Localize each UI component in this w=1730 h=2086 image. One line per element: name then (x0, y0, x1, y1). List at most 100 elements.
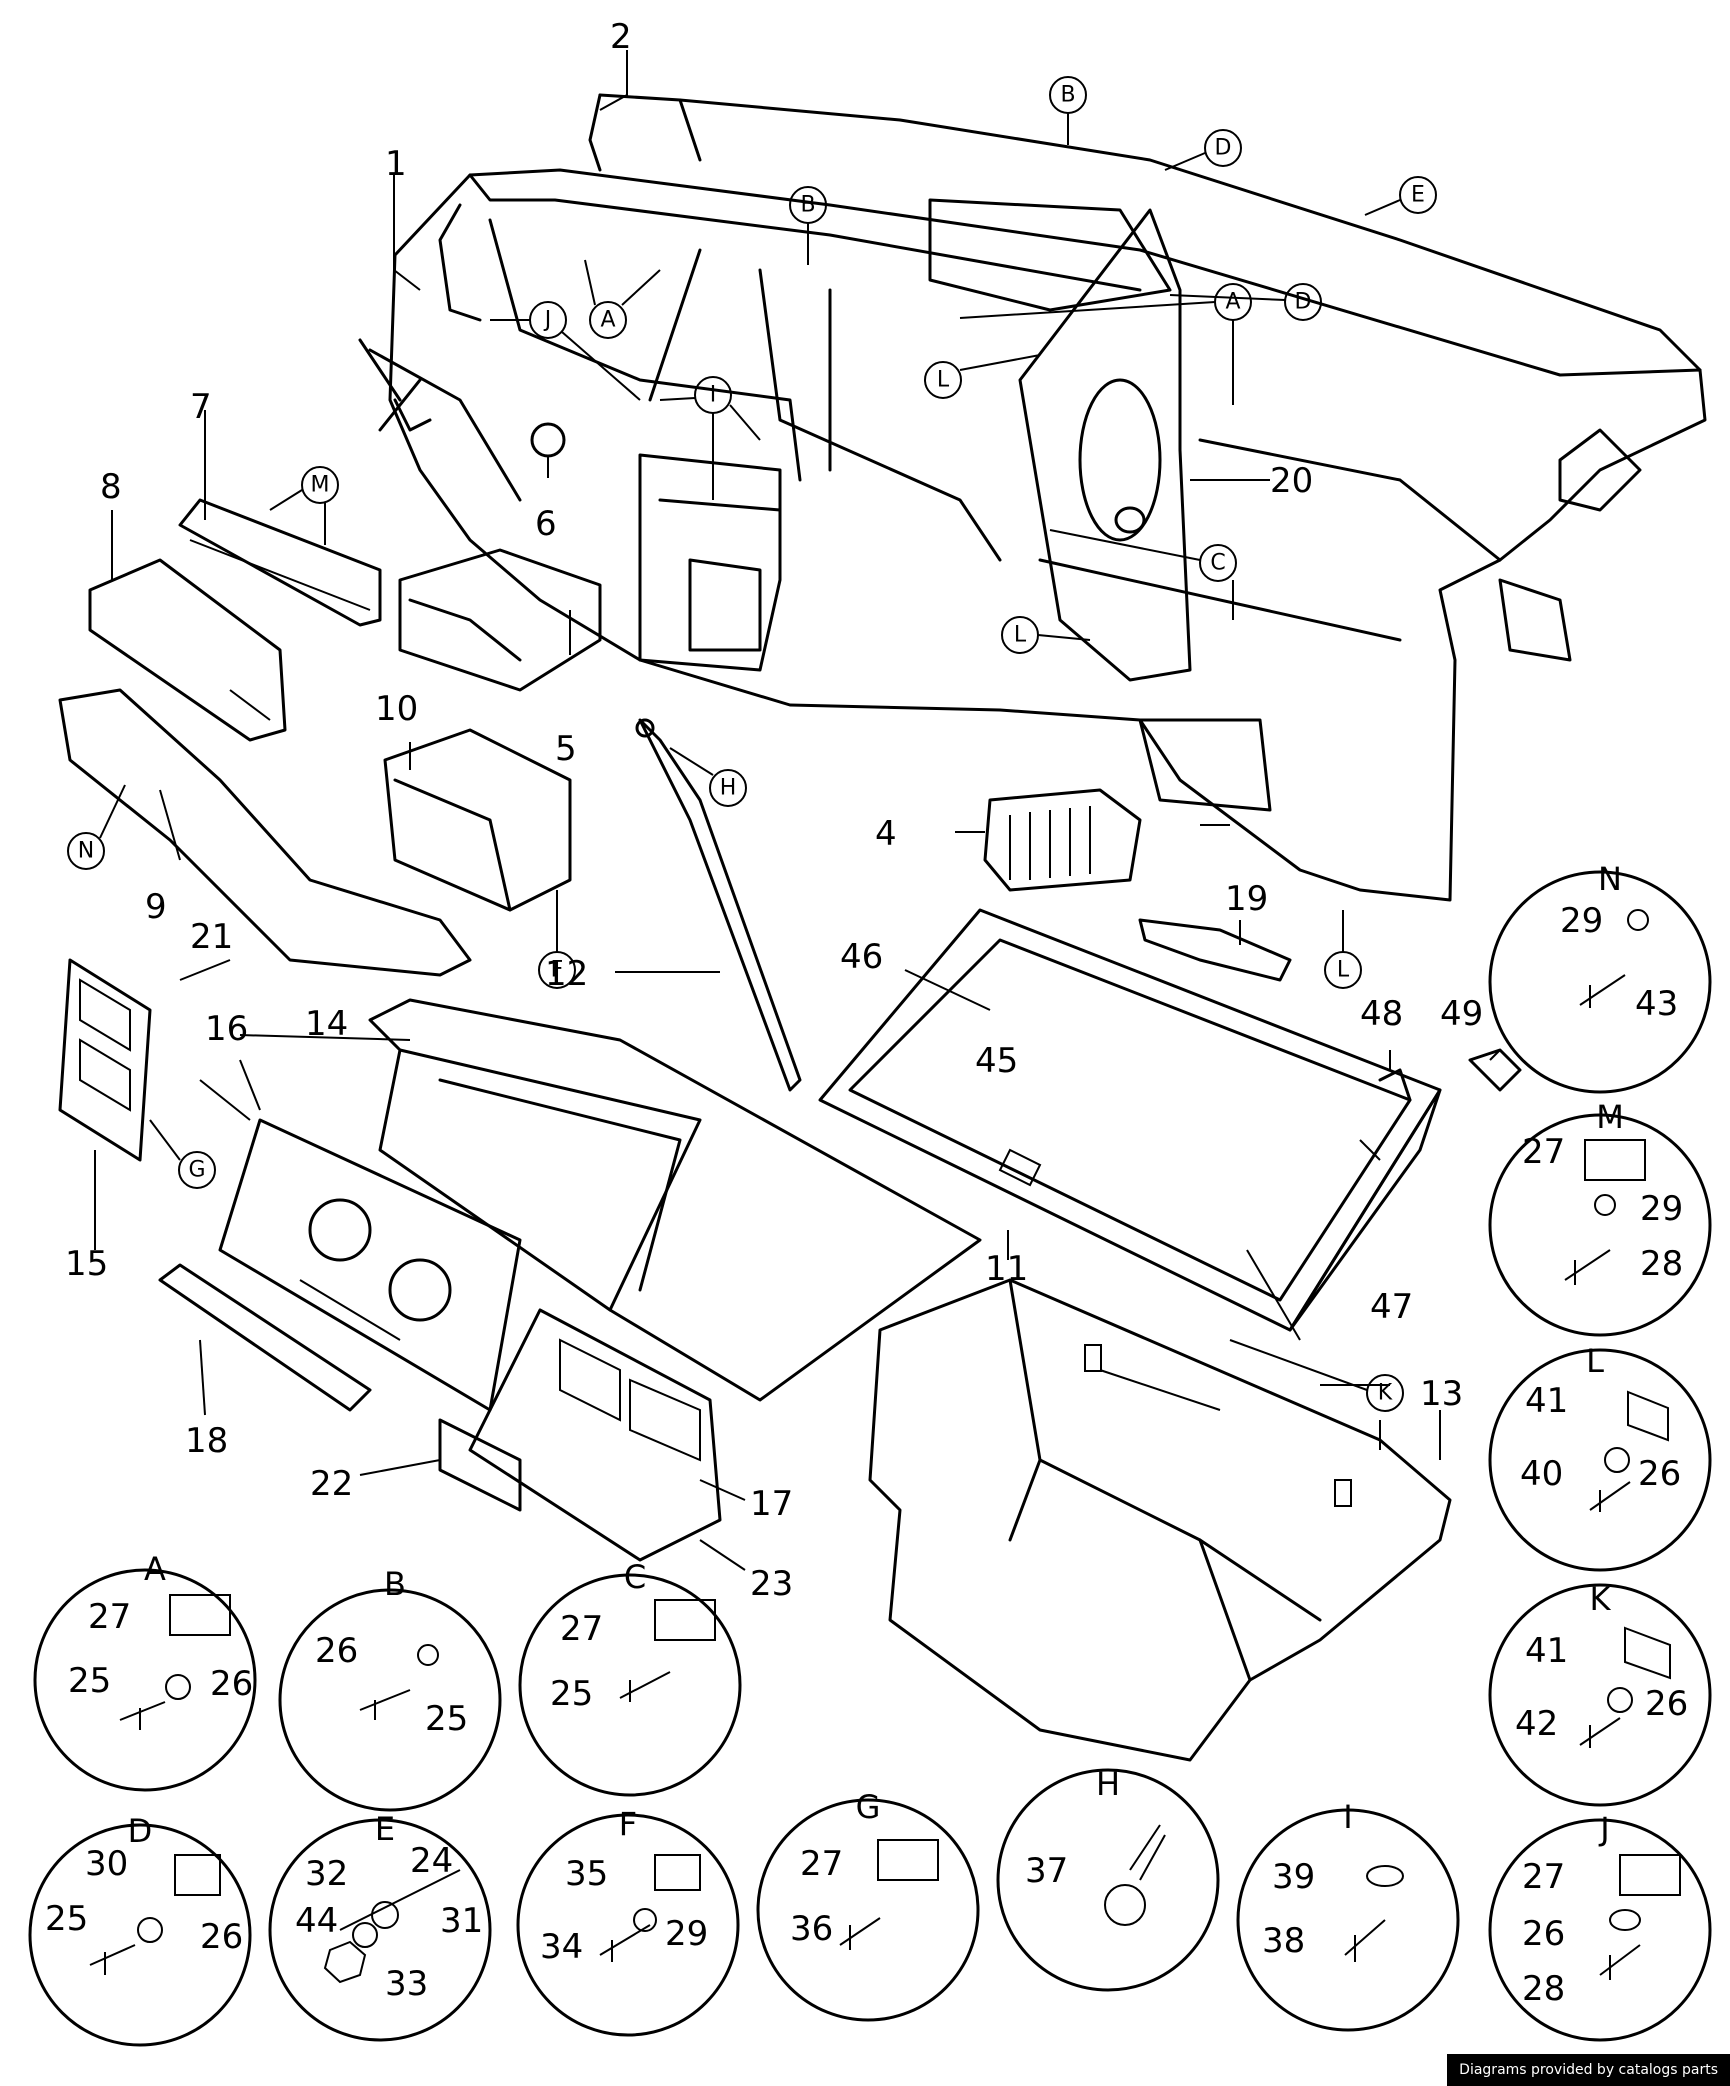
svg-text:30: 30 (85, 1844, 128, 1884)
detail-C: C 27 25 (518, 1558, 742, 1797)
svg-text:B: B (384, 1565, 406, 1603)
callout-14: 14 (305, 1004, 348, 1044)
svg-text:N: N (1598, 860, 1622, 898)
callout-23: 23 (750, 1564, 793, 1604)
svg-text:I: I (710, 383, 717, 408)
ref-marker-K: K (1229, 1339, 1404, 1412)
svg-text:K: K (1378, 1381, 1393, 1406)
svg-text:39: 39 (1272, 1857, 1315, 1897)
ref-marker-A-left: A (584, 259, 661, 339)
callout-7: 7 (190, 387, 212, 427)
detail-I: I 39 38 (1236, 1798, 1460, 2032)
svg-text:32: 32 (305, 1854, 348, 1894)
detail-G: G 27 36 (756, 1788, 980, 2022)
ref-marker-J: J (490, 301, 641, 401)
detail-L: L 41 40 26 (1488, 1342, 1712, 1572)
svg-text:41: 41 (1525, 1381, 1568, 1421)
svg-text:D: D (1215, 136, 1232, 161)
svg-text:31: 31 (440, 1901, 483, 1941)
instrument-hood (368, 998, 982, 1402)
svg-text:29: 29 (665, 1914, 708, 1954)
gas-strut (635, 718, 802, 1092)
storage-pocket (383, 728, 572, 912)
svg-text:33: 33 (385, 1964, 428, 2004)
callout-4: 4 (875, 814, 897, 854)
svg-text:J: J (543, 308, 552, 333)
svg-text:F: F (619, 1805, 637, 1843)
heater-control (438, 1308, 722, 1562)
svg-text:43: 43 (1635, 984, 1678, 1024)
ref-marker-D-right: D (1169, 283, 1322, 321)
svg-text:C: C (624, 1558, 646, 1596)
callout-20: 20 (1270, 461, 1313, 501)
svg-text:C: C (1210, 551, 1225, 576)
svg-text:A: A (600, 308, 615, 333)
svg-text:H: H (1096, 1765, 1120, 1803)
detail-B: B 26 25 (278, 1565, 502, 1812)
svg-text:27: 27 (88, 1597, 131, 1637)
callout-8: 8 (100, 467, 122, 507)
svg-text:38: 38 (1262, 1921, 1305, 1961)
svg-text:L: L (1586, 1342, 1604, 1380)
trim-bezel (88, 558, 287, 742)
svg-text:26: 26 (1522, 1914, 1565, 1954)
callout-13: 13 (1420, 1374, 1463, 1414)
svg-text:36: 36 (790, 1909, 833, 1949)
ref-marker-G: G (149, 1119, 216, 1189)
ref-marker-L-mid: L (1001, 616, 1091, 654)
callout-10: 10 (375, 689, 418, 729)
callout-49: 49 (1440, 994, 1483, 1034)
detail-M: M 27 29 28 (1488, 1098, 1712, 1337)
svg-text:J: J (1598, 1810, 1609, 1848)
callout-45: 45 (975, 1041, 1018, 1081)
svg-text:B: B (800, 193, 815, 218)
lower-trim (58, 688, 472, 977)
detail-H: H 37 (996, 1765, 1220, 1992)
svg-text:40: 40 (1520, 1454, 1563, 1494)
svg-text:A: A (1225, 290, 1240, 315)
dashboard-panel (358, 93, 1707, 902)
detail-K: K 41 42 26 (1488, 1580, 1712, 1807)
svg-text:B: B (1060, 83, 1075, 108)
svg-text:K: K (1590, 1580, 1612, 1618)
mount-bracket (1138, 918, 1292, 982)
ref-marker-B-top: B (1049, 76, 1087, 145)
callout-17: 17 (750, 1484, 793, 1524)
callout-16: 16 (205, 1009, 248, 1049)
ref-marker-M: M (269, 466, 339, 545)
glovebox-lid (818, 908, 1442, 1332)
svg-text:41: 41 (1525, 1631, 1568, 1671)
ref-marker-E: E (1364, 176, 1437, 216)
svg-text:25: 25 (68, 1661, 111, 1701)
svg-text:E: E (375, 1810, 395, 1848)
detail-N: N 29 43 (1488, 860, 1712, 1094)
reference-markers: B D E B A J I L A D C L L M N H F G K (67, 76, 1437, 1412)
svg-text:M: M (1596, 1098, 1624, 1136)
callout-22: 22 (310, 1464, 353, 1504)
svg-text:L: L (1337, 958, 1350, 983)
callout-15: 15 (65, 1244, 108, 1284)
svg-text:G: G (188, 1158, 205, 1183)
callout-numbers: 2 1 6 7 8 9 10 5 12 19 20 4 46 45 48 49 … (65, 17, 1483, 1604)
svg-text:H: H (720, 776, 737, 801)
svg-text:26: 26 (315, 1631, 358, 1671)
svg-text:44: 44 (295, 1901, 338, 1941)
svg-text:D: D (128, 1812, 153, 1850)
callout-9: 9 (145, 887, 167, 927)
detail-A: A 27 25 26 (33, 1550, 257, 1792)
ref-marker-L-top: L (924, 354, 1041, 399)
svg-text:42: 42 (1515, 1704, 1558, 1744)
callout-19: 19 (1225, 879, 1268, 919)
air-vent (983, 788, 1142, 892)
leader-lines (94, 50, 1501, 1571)
callout-48: 48 (1360, 994, 1403, 1034)
attribution-badge: Diagrams provided by catalogs parts (1447, 2054, 1730, 2086)
svg-text:28: 28 (1522, 1969, 1565, 2009)
bracket (178, 498, 382, 627)
svg-text:27: 27 (800, 1844, 843, 1884)
ref-marker-H: H (669, 747, 747, 807)
svg-text:D: D (1295, 290, 1312, 315)
svg-text:26: 26 (200, 1917, 243, 1957)
svg-text:26: 26 (1638, 1454, 1681, 1494)
svg-text:26: 26 (210, 1664, 253, 1704)
